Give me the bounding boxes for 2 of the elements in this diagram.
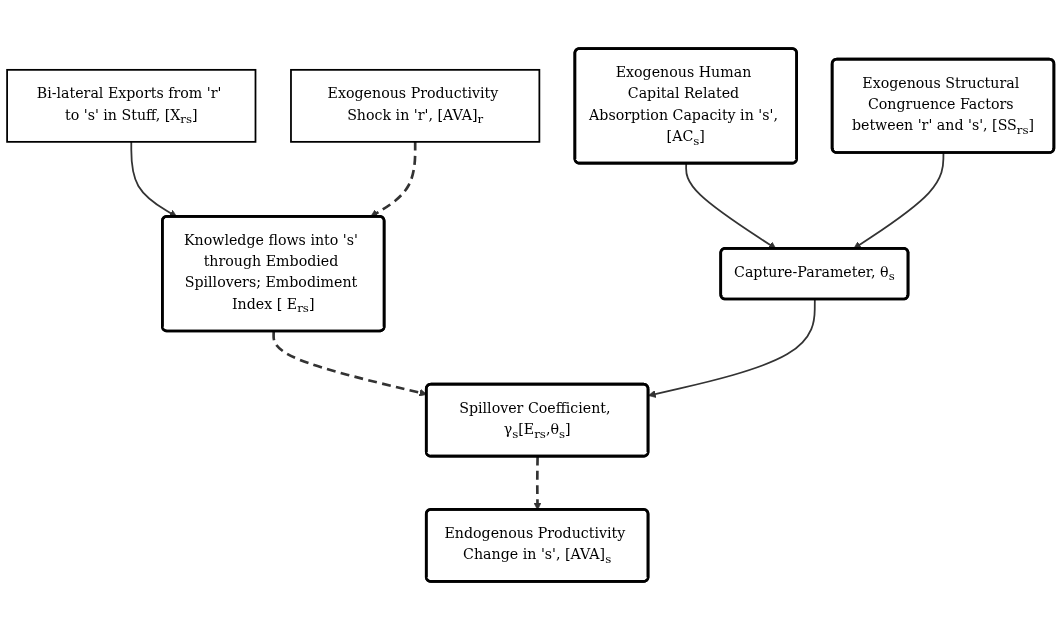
node-box: Bi-lateral Exports from 'r' to 's' in Stuff, [X$_{rs}$] xyxy=(6,68,257,143)
node-box: Exogenous Productivity Shock in 'r', [AVA]$_{r}$ xyxy=(290,68,541,143)
